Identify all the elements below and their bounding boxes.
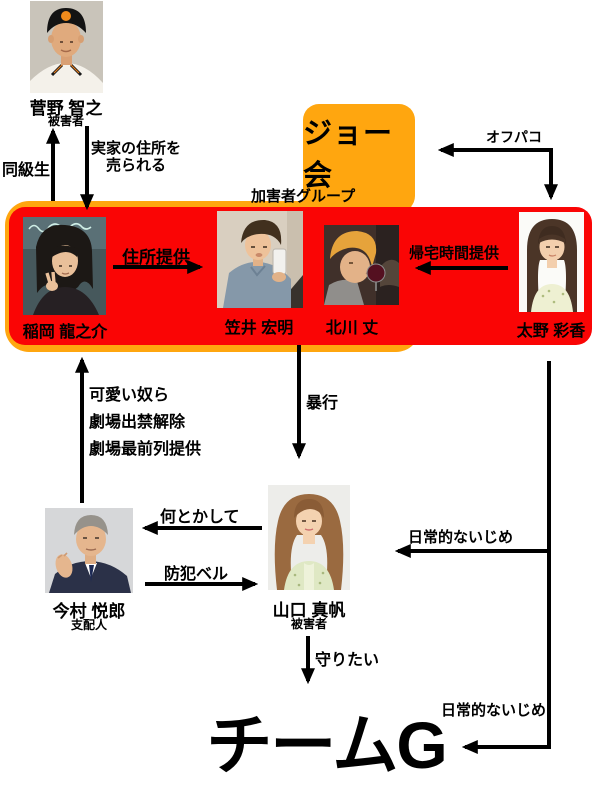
sugano-photo bbox=[30, 1, 103, 93]
kitagawa-name: 北川 丈 bbox=[325, 320, 379, 337]
edge-label-return-time: 帰宅時間提供 bbox=[409, 245, 500, 262]
tano-photo bbox=[519, 212, 584, 312]
perpetrator-group-label: 加害者グループ bbox=[251, 188, 356, 205]
inaoka-portrait-image bbox=[23, 217, 106, 315]
yamaguchi-name: 山口 真帆 bbox=[272, 601, 346, 620]
joekai-group-box: ジョー会 bbox=[303, 104, 415, 212]
kasai-photo bbox=[217, 211, 303, 308]
tano-name: 太野 彩香 bbox=[516, 323, 586, 340]
edge-label-classmate: 同級生 bbox=[2, 162, 51, 179]
edge-label-favors-line1: 可愛い奴ら bbox=[89, 387, 170, 404]
joekai-group-label: ジョー会 bbox=[303, 118, 394, 192]
sugano-role: 被害者 bbox=[47, 114, 84, 128]
edge-label-address-provided: 住所提供 bbox=[122, 248, 190, 267]
edge-label-address-sold-line1: 実家の住所を bbox=[90, 140, 181, 157]
yamaguchi-role: 被害者 bbox=[290, 617, 327, 631]
edge-label-favors-line2: 劇場出禁解除 bbox=[89, 414, 186, 431]
arrow-bullying-lower bbox=[461, 361, 551, 754]
team-g-label: チームG bbox=[206, 708, 447, 782]
tano-portrait-image bbox=[519, 212, 584, 312]
edge-label-favors-line3: 劇場最前列提供 bbox=[89, 441, 202, 458]
edge-label-bullying-upper: 日常的ないじめ bbox=[408, 529, 514, 546]
edge-label-do-something: 何とかして bbox=[160, 509, 240, 526]
sugano-name: 菅野 智之 bbox=[29, 99, 103, 118]
edge-label-address-sold: 実家の住所を 売られる bbox=[88, 140, 184, 174]
sugano-portrait-image bbox=[30, 1, 103, 93]
edge-label-offpaco: オフパコ bbox=[486, 129, 542, 145]
edge-label-favors: 可愛い奴ら 劇場出禁解除 劇場最前列提供 bbox=[89, 382, 201, 463]
imamura-role: 支配人 bbox=[70, 618, 107, 632]
inaoka-photo bbox=[23, 217, 106, 315]
imamura-portrait-image bbox=[45, 508, 133, 593]
imamura-photo bbox=[45, 508, 133, 593]
yamaguchi-photo bbox=[268, 485, 350, 590]
edge-label-crime-bell: 防犯ベル bbox=[164, 566, 229, 583]
kasai-name: 笠井 宏明 bbox=[224, 320, 294, 337]
kitagawa-portrait-image bbox=[324, 225, 399, 305]
edge-label-assault: 暴行 bbox=[306, 395, 339, 412]
edge-label-address-sold-line2: 売られる bbox=[105, 157, 166, 174]
kasai-portrait-image bbox=[217, 211, 303, 308]
kitagawa-photo bbox=[324, 225, 399, 305]
arrow-offpaco bbox=[437, 143, 558, 201]
yamaguchi-portrait-image bbox=[268, 485, 350, 590]
inaoka-name: 稲岡 龍之介 bbox=[22, 324, 108, 341]
imamura-name: 今村 悦郎 bbox=[52, 602, 126, 621]
edge-label-protect: 守りたい bbox=[315, 652, 380, 669]
